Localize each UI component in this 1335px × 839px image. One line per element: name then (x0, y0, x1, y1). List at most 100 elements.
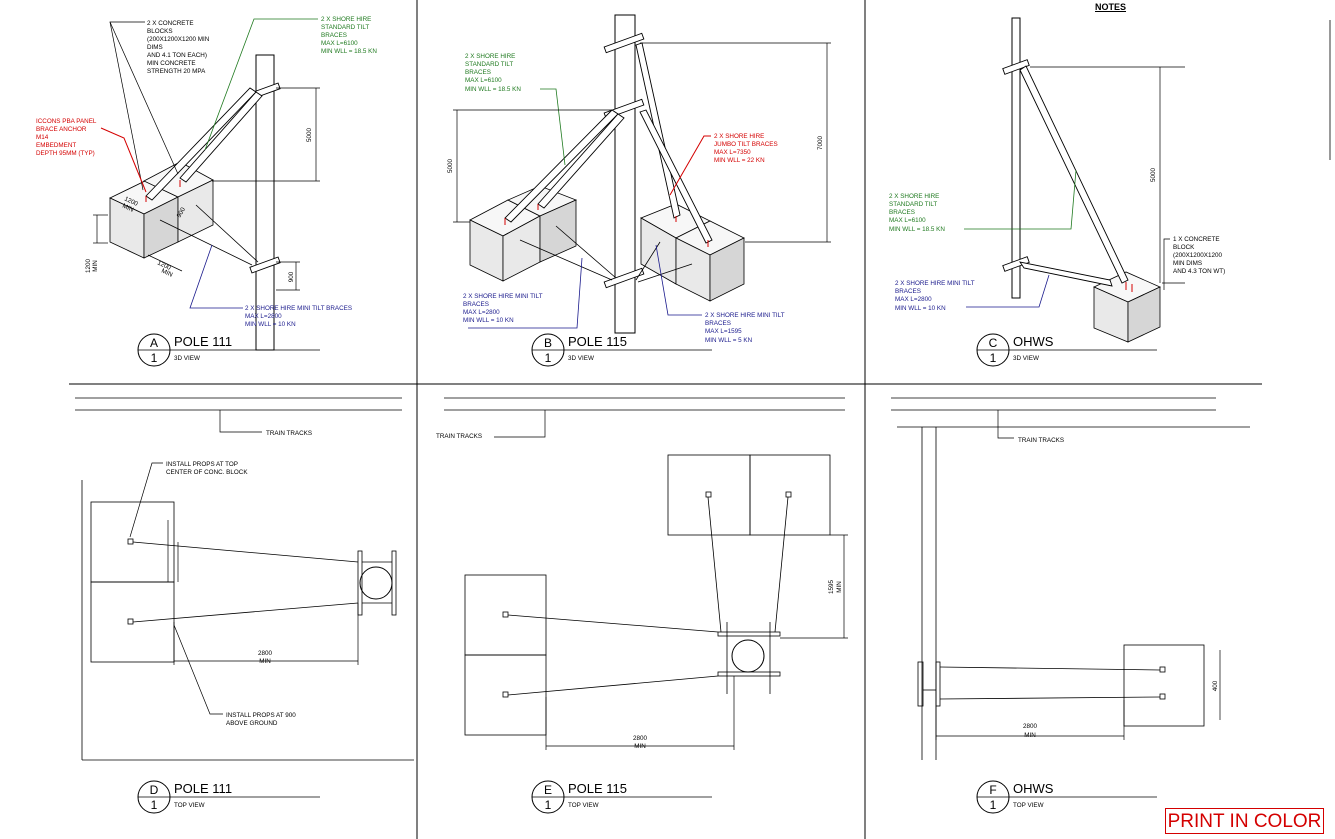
view-b-3d: 2 X SHORE HIRE STANDARD TILT BRACES MAX … (447, 14, 831, 367)
view-f-label: F 1 OHWS TOP VIEW (976, 780, 1157, 814)
clamp-a-lower (249, 256, 281, 274)
svg-text:C: C (989, 336, 998, 350)
e-block-top-right (749, 454, 831, 536)
b-mini-right-note: 2 X SHORE HIRE MINI TILT BRACES MAX L=15… (705, 312, 786, 344)
d-block-lower (90, 581, 175, 663)
e-brace-top-right (774, 496, 789, 633)
mini-brace-c (1019, 261, 1113, 287)
view-e-label: E 1 POLE 115 TOP VIEW (531, 780, 712, 814)
a-anchor-note: ICCONS PBA PANEL BRACE ANCHOR M14 EMBEDM… (36, 118, 98, 157)
e-block-top-left (667, 454, 751, 536)
d-dim-a: 2800 (258, 650, 273, 657)
b-mini-left-note: 2 X SHORE HIRE MINI TILT BRACES MAX L=28… (463, 293, 544, 324)
svg-text:3D VIEW: 3D VIEW (1013, 355, 1039, 362)
clamp-c-upper (1002, 59, 1030, 75)
std-brace-c (1019, 65, 1129, 284)
svg-text:POLE 115: POLE 115 (568, 334, 627, 349)
b-dim-h-left: 5000 (447, 159, 454, 174)
a-dim-base-b: MIN (160, 267, 174, 278)
view-d-top: TRAIN TRACKS 2800 MIN INSTALL PROPS AT T… (75, 397, 414, 814)
f-dim-v: 400 (1212, 680, 1219, 691)
svg-text:A: A (150, 336, 158, 350)
f-block (1123, 644, 1205, 727)
view-c-3d: 2 X SHORE HIRE STANDARD TILT BRACES MAX … (889, 17, 1225, 367)
std-brace-b2 (537, 113, 625, 209)
svg-text:1: 1 (151, 351, 158, 365)
view-c-label: C 1 OHWS 3D VIEW (976, 333, 1157, 367)
d-tracks-label: TRAIN TRACKS (266, 430, 312, 437)
svg-text:3D VIEW: 3D VIEW (568, 355, 594, 362)
e-tracks-label: TRAIN TRACKS (436, 433, 482, 440)
c-mini-note: 2 X SHORE HIRE MINI TILT BRACES MAX L=28… (895, 280, 976, 312)
c-block-note: 1 X CONCRETE BLOCK (200X1200X1200 MIN DI… (1173, 236, 1225, 275)
svg-text:POLE 115: POLE 115 (568, 781, 627, 796)
view-e-top: TRAIN TRACKS 2800 MIN 1595 MIN E 1 (436, 397, 848, 814)
svg-text:E: E (544, 783, 552, 797)
svg-text:1: 1 (545, 351, 552, 365)
f-brace-lower (939, 696, 1161, 700)
std-brace-a2 (179, 91, 263, 183)
view-d-label: D 1 POLE 111 TOP VIEW (137, 780, 320, 814)
d-pole (359, 566, 393, 600)
svg-text:POLE 111: POLE 111 (174, 781, 232, 796)
svg-text:POLE 111: POLE 111 (174, 334, 232, 349)
f-dim-a: 2800 (1023, 723, 1038, 730)
svg-text:1: 1 (151, 798, 158, 812)
frame-lines (69, 0, 1331, 839)
b-jumbo-note: 2 X SHORE HIRE JUMBO TILT BRACES MAX L=7… (714, 133, 779, 164)
f-brace-upper (939, 666, 1161, 671)
b-dim-h-right: 7000 (817, 136, 824, 151)
d-dim-b: MIN (259, 658, 271, 665)
e-dim-a: 2800 (633, 735, 648, 742)
print-in-color-badge: PRINT IN COLOR (1165, 808, 1324, 834)
e-block-left-lower (464, 654, 547, 736)
a-dim-h-lower: 900 (288, 271, 295, 282)
d-brace-upper (132, 541, 359, 563)
svg-text:3D VIEW: 3D VIEW (174, 355, 200, 362)
c-dim-h: 5000 (1150, 168, 1157, 183)
concrete-block-b-right (640, 203, 745, 302)
b-std-note: 2 X SHORE HIRE STANDARD TILT BRACES MAX … (465, 53, 521, 93)
svg-text:TOP VIEW: TOP VIEW (174, 802, 205, 809)
mini-brace-b1 (519, 239, 613, 281)
svg-text:1: 1 (545, 798, 552, 812)
clamp-b-low (603, 267, 645, 289)
svg-text:TOP VIEW: TOP VIEW (568, 802, 599, 809)
mini-brace-a1 (159, 219, 253, 266)
svg-text:1: 1 (990, 798, 997, 812)
svg-text:OHWS: OHWS (1013, 781, 1054, 796)
e-dim-v-a: 1595 (828, 580, 835, 595)
d-bottom-note: INSTALL PROPS AT 900 ABOVE GROUND (226, 712, 298, 727)
jumbo-brace-b2 (639, 109, 713, 244)
e-dim-v-b: MIN (836, 581, 843, 593)
d-brace-lower (132, 602, 359, 623)
view-a-label: A 1 POLE 111 3D VIEW (137, 333, 320, 367)
d-block-upper (90, 501, 175, 583)
a-mini-note: 2 X SHORE HIRE MINI TILT BRACES MAX L=28… (245, 305, 354, 328)
concrete-block-c (1093, 271, 1161, 343)
a-std-note: 2 X SHORE HIRE STANDARD TILT BRACES MAX … (321, 16, 377, 55)
e-brace-left-upper (507, 614, 719, 633)
d-top-note: INSTALL PROPS AT TOP CENTER OF CONC. BLO… (166, 461, 248, 476)
a-blocks-note: 2 X CONCRETE BLOCKS (200X1200X1200 MIN D… (147, 20, 211, 75)
a-dim-h-upper: 5000 (306, 128, 313, 143)
f-tracks-label: TRAIN TRACKS (1018, 437, 1064, 444)
mini-brace-a2 (195, 204, 259, 263)
pole-c (1011, 17, 1021, 299)
e-brace-top-left (707, 496, 722, 633)
a-dim-blk-c: 900 (176, 206, 188, 219)
e-pole (731, 639, 765, 673)
a-dim-left-b: MIN (92, 260, 99, 272)
svg-text:B: B (544, 336, 552, 350)
jumbo-brace-b1 (635, 42, 681, 219)
svg-text:D: D (150, 783, 159, 797)
svg-text:OHWS: OHWS (1013, 334, 1054, 349)
a-dim-left-a: 1200 (85, 259, 92, 274)
view-b-label: B 1 POLE 115 3D VIEW (531, 333, 712, 367)
mini-brace-b2 (555, 225, 617, 279)
clamp-b-top (603, 32, 645, 54)
clamp-c-lower (1002, 256, 1030, 272)
view-f-top: TRAIN TRACKS 2800 MIN 400 F 1 OHWS TOP V… (891, 397, 1250, 814)
e-dim-b: MIN (634, 743, 646, 750)
